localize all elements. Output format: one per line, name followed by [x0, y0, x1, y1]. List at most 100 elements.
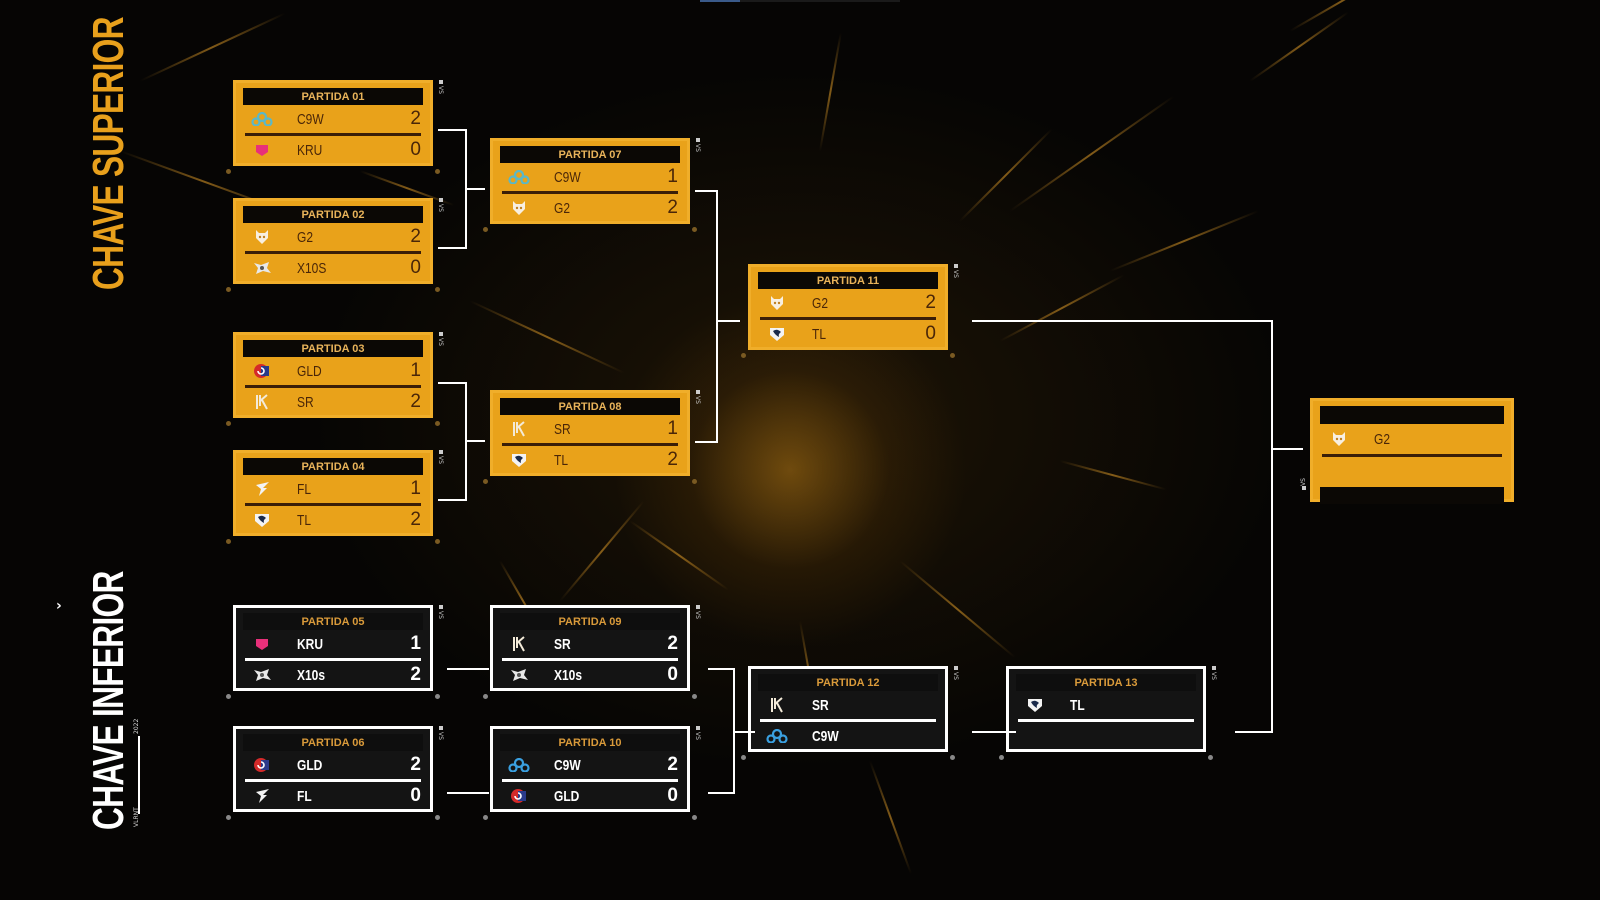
corner-marker — [741, 755, 746, 760]
row-divider — [245, 251, 421, 254]
connector — [1235, 731, 1273, 733]
team-name: FL — [297, 787, 312, 805]
corner-marker — [483, 227, 488, 232]
team-row[interactable]: TL — [1016, 691, 1196, 719]
team-name: SR — [554, 420, 571, 438]
corner-marker — [226, 694, 231, 699]
corner-marker — [226, 169, 231, 174]
vs-tag: VS — [437, 332, 445, 346]
corner-marker — [226, 815, 231, 820]
vs-dot — [439, 450, 443, 454]
grand-final-header — [1320, 406, 1504, 424]
team-score: 2 — [667, 197, 678, 218]
vs-tag: VS — [952, 666, 960, 680]
chevron-right-icon[interactable]: › — [56, 598, 62, 614]
liquid-icon — [762, 325, 792, 343]
cloud9-icon — [504, 758, 534, 772]
team-name: SR — [554, 635, 571, 653]
vs-dot — [954, 264, 958, 268]
guild-icon — [504, 787, 534, 805]
team-name: TL — [1070, 696, 1085, 714]
team-name: GLD — [297, 362, 322, 380]
team-row[interactable]: SR — [758, 691, 938, 719]
team-row[interactable]: SR 2 — [500, 630, 680, 658]
video-progress-bar[interactable] — [700, 0, 900, 2]
match-title: PARTIDA 11 — [758, 272, 938, 289]
team-name: X10s — [297, 666, 326, 684]
vs-tag: VS — [694, 605, 702, 619]
corner-marker — [435, 539, 440, 544]
vs-text: VS — [437, 338, 444, 346]
corner-marker — [692, 227, 697, 232]
team-name: GLD — [297, 756, 323, 774]
match-title: PARTIDA 10 — [500, 734, 680, 751]
grand-final-card[interactable]: G2 — [1310, 398, 1514, 504]
g2-icon — [762, 294, 792, 312]
team-score: 2 — [667, 633, 678, 654]
match-title: PARTIDA 09 — [500, 613, 680, 630]
connector — [735, 731, 755, 733]
connector — [695, 441, 717, 443]
connector — [447, 668, 489, 670]
connector — [438, 382, 466, 384]
liquid-icon — [504, 451, 534, 469]
team-row[interactable]: C9W — [758, 722, 938, 750]
match-title: PARTIDA 01 — [243, 88, 423, 105]
vs-dot — [439, 198, 443, 202]
cloud9-icon — [762, 729, 792, 743]
corner-marker — [692, 479, 697, 484]
match-title: PARTIDA 05 — [243, 613, 423, 630]
vs-dot — [696, 390, 700, 394]
match-title: PARTIDA 13 — [1016, 674, 1196, 691]
match-title: PARTIDA 12 — [758, 674, 938, 691]
g2-icon — [247, 228, 277, 246]
vs-text: VS — [437, 456, 444, 464]
connector — [972, 731, 1016, 733]
corner-marker — [435, 287, 440, 292]
fl-icon — [247, 788, 277, 804]
team-row[interactable] — [1016, 722, 1196, 750]
team-name: G2 — [812, 294, 829, 312]
fl-icon — [247, 481, 277, 497]
team-score: 1 — [667, 166, 678, 187]
vs-dot — [954, 666, 958, 670]
team-name: C9W — [812, 727, 839, 745]
